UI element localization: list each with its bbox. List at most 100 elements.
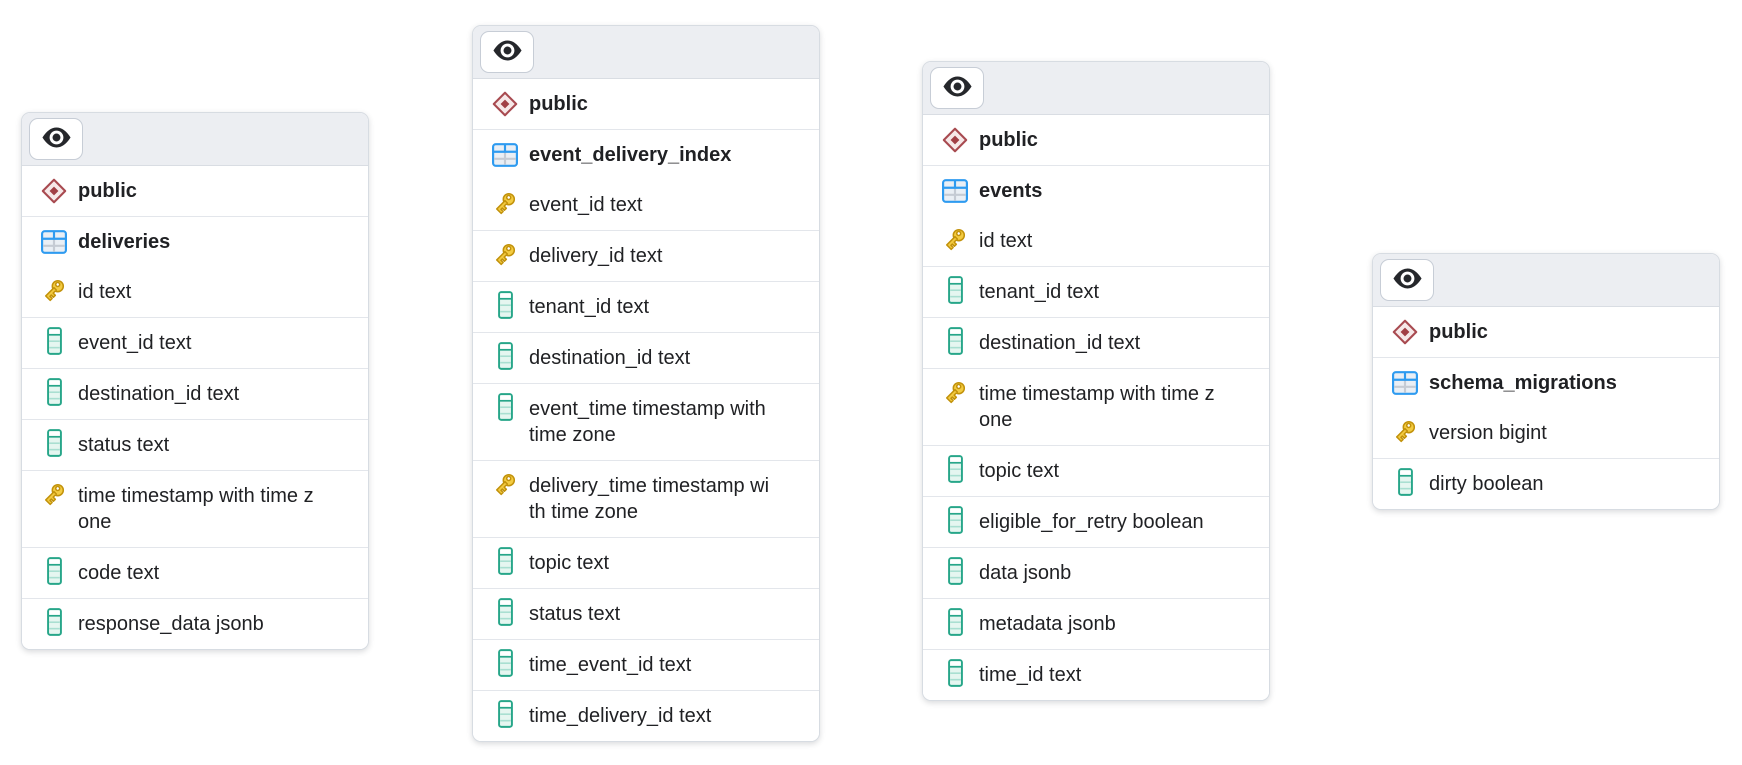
column-label: event_id text (529, 194, 643, 216)
visibility-toggle-button[interactable] (1380, 259, 1434, 301)
column-row[interactable]: destination_id text (22, 368, 368, 419)
schema-name: public (979, 129, 1038, 151)
column-row[interactable]: code text (22, 547, 368, 598)
column-label: topic text (979, 460, 1060, 482)
eye-icon (942, 75, 973, 101)
column-label: delivery_id text (529, 245, 663, 267)
column-row[interactable]: status text (22, 419, 368, 470)
column-row[interactable]: time_id text (923, 649, 1269, 700)
visibility-toggle-button[interactable] (480, 31, 534, 73)
column-row[interactable]: topic text (923, 445, 1269, 496)
column-label: version bigint (1429, 422, 1547, 444)
column-icon (497, 546, 513, 580)
column-icon (46, 556, 62, 590)
primary-key-icon (491, 189, 519, 222)
column-label: data jsonb (979, 562, 1072, 584)
visibility-toggle-button[interactable] (29, 118, 83, 160)
column-icon (46, 377, 62, 411)
table-grid-icon (941, 178, 969, 204)
column-icon (947, 326, 963, 360)
schema-row: public (22, 166, 368, 216)
column-label: destination_id text (979, 332, 1141, 354)
column-icon (947, 275, 963, 309)
column-label: topic text (529, 552, 610, 574)
schema-row: public (1373, 307, 1719, 357)
table-name-row[interactable]: events (923, 165, 1269, 216)
column-row[interactable]: event_time timestamp with time zone (473, 383, 819, 460)
primary-key-icon (491, 470, 519, 503)
column-label: destination_id text (78, 383, 240, 405)
column-row[interactable]: id text (22, 267, 368, 317)
column-label: response_data jsonb (78, 613, 264, 635)
column-row[interactable]: event_id text (22, 317, 368, 368)
table-name-row[interactable]: schema_migrations (1373, 357, 1719, 408)
column-row[interactable]: destination_id text (473, 332, 819, 383)
column-icon (497, 597, 513, 631)
table-grid-icon (491, 142, 519, 168)
table-card-header (1373, 254, 1719, 307)
column-label: event_time timestamp with time zone (529, 398, 766, 446)
eye-icon (41, 126, 72, 152)
column-label: metadata jsonb (979, 613, 1116, 635)
visibility-toggle-button[interactable] (930, 67, 984, 109)
column-icon (1397, 467, 1413, 501)
column-row[interactable]: data jsonb (923, 547, 1269, 598)
column-icon (947, 454, 963, 488)
column-icon (497, 290, 513, 324)
column-label: id text (78, 281, 132, 303)
table-card-deliveries[interactable]: public deliveries (21, 112, 369, 650)
schema-diamond-icon (1391, 319, 1419, 345)
schema-name: public (78, 180, 137, 202)
column-label: time_delivery_id text (529, 705, 712, 727)
column-row[interactable]: topic text (473, 537, 819, 588)
table-card-header (923, 62, 1269, 115)
table-name-row[interactable]: deliveries (22, 216, 368, 267)
column-row[interactable]: status text (473, 588, 819, 639)
column-row[interactable]: delivery_id text (473, 230, 819, 281)
column-label: destination_id text (529, 347, 691, 369)
column-row[interactable]: delivery_time timestamp with time zone (473, 460, 819, 537)
column-row[interactable]: id text (923, 216, 1269, 266)
column-label: tenant_id text (529, 296, 650, 318)
column-label: eligible_for_retry boolean (979, 511, 1204, 533)
column-icon (497, 699, 513, 733)
column-label: time timestamp with time zone (979, 383, 1215, 431)
column-icon (947, 556, 963, 590)
column-label: dirty boolean (1429, 473, 1544, 495)
column-row[interactable]: tenant_id text (923, 266, 1269, 317)
column-row[interactable]: destination_id text (923, 317, 1269, 368)
column-label: time timestamp with time zone (78, 485, 314, 533)
schema-row: public (923, 115, 1269, 165)
column-label: time_id text (979, 664, 1082, 686)
column-row[interactable]: dirty boolean (1373, 458, 1719, 509)
column-row[interactable]: time_event_id text (473, 639, 819, 690)
column-row[interactable]: metadata jsonb (923, 598, 1269, 649)
column-row[interactable]: version bigint (1373, 408, 1719, 458)
column-row[interactable]: tenant_id text (473, 281, 819, 332)
table-name: events (979, 180, 1043, 202)
schema-name: public (529, 93, 588, 115)
schema-diamond-icon (40, 178, 68, 204)
column-row[interactable]: time timestamp with time zone (22, 470, 368, 547)
column-icon (947, 658, 963, 692)
column-row[interactable]: time_delivery_id text (473, 690, 819, 741)
column-row[interactable]: event_id text (473, 180, 819, 230)
column-row[interactable]: eligible_for_retry boolean (923, 496, 1269, 547)
column-row[interactable]: response_data jsonb (22, 598, 368, 649)
column-icon (947, 607, 963, 641)
table-name-row[interactable]: event_delivery_index (473, 129, 819, 180)
table-card-events[interactable]: public events (922, 61, 1270, 701)
table-card-event_delivery_index[interactable]: public event_delivery_index (472, 25, 820, 742)
schema-diamond-icon (491, 91, 519, 117)
primary-key-icon (491, 240, 519, 273)
table-card-schema_migrations[interactable]: public schema_migrations (1372, 253, 1720, 510)
primary-key-icon (40, 276, 68, 309)
column-label: status text (78, 434, 170, 456)
eye-icon (492, 39, 523, 65)
column-label: tenant_id text (979, 281, 1100, 303)
table-name: schema_migrations (1429, 372, 1617, 394)
column-row[interactable]: time timestamp with time zone (923, 368, 1269, 445)
primary-key-icon (1391, 417, 1419, 450)
schema-diamond-icon (941, 127, 969, 153)
